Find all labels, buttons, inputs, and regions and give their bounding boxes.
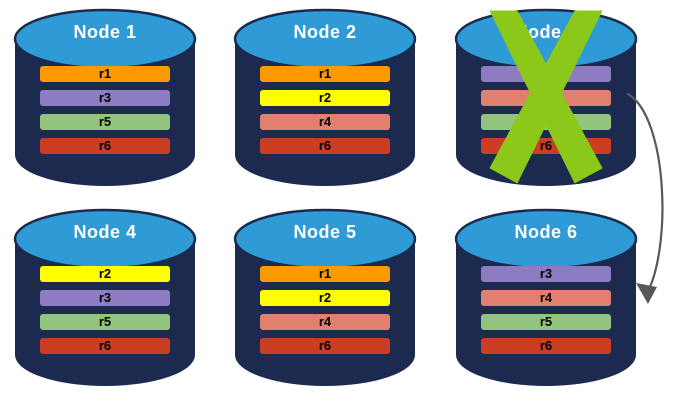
node-6-replica-list: r3 r4 r5 r6 (481, 266, 611, 354)
node-1-replica-2[interactable]: r5 (40, 114, 170, 130)
node-6-replica-2[interactable]: r5 (481, 314, 611, 330)
node-4-replica-2[interactable]: r5 (40, 314, 170, 330)
node-6-replica-0[interactable]: r3 (481, 266, 611, 282)
node-5-replica-list: r1 r2 r4 r6 (260, 266, 390, 354)
node-6-replica-1[interactable]: r4 (481, 290, 611, 306)
node-4[interactable]: Node 4 r2 r3 r5 r6 (13, 208, 197, 386)
node-5-replica-1[interactable]: r2 (260, 290, 390, 306)
node-5[interactable]: Node 5 r1 r2 r4 r6 (233, 208, 417, 386)
node-6[interactable]: Node 6 r3 r4 r5 r6 (454, 208, 638, 386)
node-4-replica-0[interactable]: r2 (40, 266, 170, 282)
node-5-replica-2[interactable]: r4 (260, 314, 390, 330)
node-1-replica-list: r1 r3 r5 r6 (40, 66, 170, 154)
node-2-replica-1[interactable]: r2 (260, 90, 390, 106)
node-2-replica-2[interactable]: r4 (260, 114, 390, 130)
node-3[interactable]: Node 3 r3 r4 r5 r6 (454, 8, 638, 186)
node-2-replica-0[interactable]: r1 (260, 66, 390, 82)
node-3-replica-3[interactable]: r6 (481, 138, 611, 154)
node-3-replica-0[interactable]: r3 (481, 66, 611, 82)
node-2-replica-3[interactable]: r6 (260, 138, 390, 154)
node-1-replica-0[interactable]: r1 (40, 66, 170, 82)
node-1-replica-3[interactable]: r6 (40, 138, 170, 154)
node-1[interactable]: Node 1 r1 r3 r5 r6 (13, 8, 197, 186)
node-3-replica-list: r3 r4 r5 r6 (481, 66, 611, 154)
node-5-replica-3[interactable]: r6 (260, 338, 390, 354)
node-3-replica-1[interactable]: r4 (481, 90, 611, 106)
node-4-replica-3[interactable]: r6 (40, 338, 170, 354)
node-4-replica-1[interactable]: r3 (40, 290, 170, 306)
node-1-replica-1[interactable]: r3 (40, 90, 170, 106)
node-4-replica-list: r2 r3 r5 r6 (40, 266, 170, 354)
node-2-replica-list: r1 r2 r4 r6 (260, 66, 390, 154)
node-2[interactable]: Node 2 r1 r2 r4 r6 (233, 8, 417, 186)
node-3-replica-2[interactable]: r5 (481, 114, 611, 130)
node-5-replica-0[interactable]: r1 (260, 266, 390, 282)
node-6-replica-3[interactable]: r6 (481, 338, 611, 354)
